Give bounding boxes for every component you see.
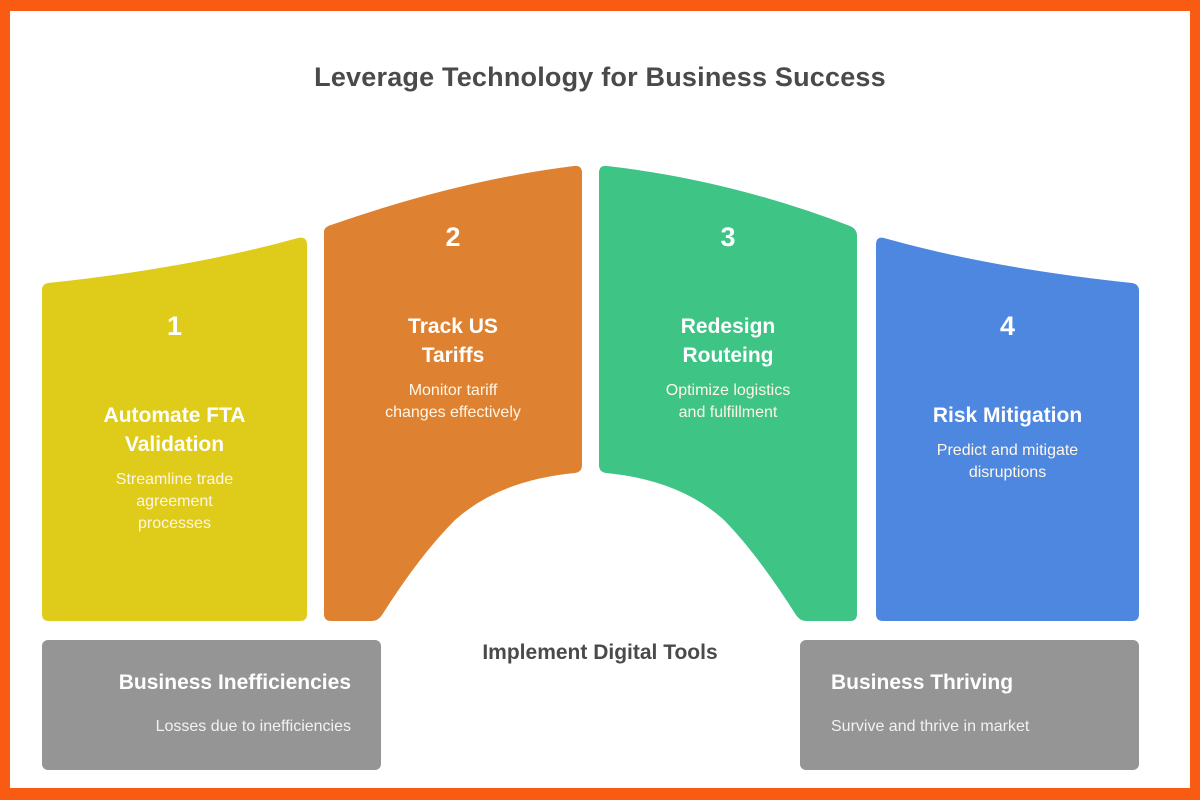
step-2-shape	[324, 165, 582, 621]
start-state-description: Losses due to inefficiencies	[155, 718, 351, 735]
end-state-title: Business Thriving	[831, 671, 1014, 694]
step-3-title-line-1: Redesign	[680, 315, 776, 338]
step-1-desc-line-3: processes	[138, 515, 211, 532]
step-4-number: 4	[999, 311, 1016, 341]
step-1-desc-line-1: Streamline trade	[115, 471, 234, 488]
step-4-desc-line-2: disruptions	[968, 464, 1047, 481]
step-4-content: Risk Mitigation Predict and mitigate dis…	[886, 401, 1129, 484]
step-2-desc-line-1: Monitor tariff	[408, 382, 498, 399]
step-2-description: Monitor tariff changes effectively	[334, 380, 572, 424]
step-2-desc-line-2: changes effectively	[385, 404, 521, 421]
step-1-description: Streamline trade agreement processes	[52, 469, 297, 535]
step-2-title-line-1: Track US	[408, 315, 498, 338]
step-1-content: Automate FTA Validation Streamline trade…	[52, 401, 297, 535]
step-2-title: Track US Tariffs	[334, 312, 572, 370]
bridge-label: Implement Digital Tools	[482, 641, 718, 664]
step-3-shape	[599, 165, 857, 621]
step-3-number: 3	[720, 222, 736, 252]
start-state-title: Business Inefficiencies	[118, 671, 351, 694]
step-3-desc-line-1: Optimize logistics	[665, 382, 791, 399]
step-1-title-line-2: Validation	[124, 433, 225, 456]
step-1-title-line-1: Automate FTA	[103, 404, 246, 427]
step-4-title: Risk Mitigation	[886, 401, 1129, 430]
step-2-content: Track US Tariffs Monitor tariff changes …	[334, 312, 572, 424]
step-4-desc-line-1: Predict and mitigate	[936, 442, 1079, 459]
step-4-description: Predict and mitigate disruptions	[886, 440, 1129, 484]
end-state-description: Survive and thrive in market	[831, 718, 1030, 735]
step-4-title-line-1: Risk Mitigation	[932, 404, 1083, 427]
start-state-box: Business Inefficiencies Losses due to in…	[42, 640, 381, 770]
step-4-shape	[876, 237, 1139, 622]
step-1-desc-line-2: agreement	[136, 493, 213, 510]
end-state-box: Business Thriving Survive and thrive in …	[800, 640, 1139, 770]
step-1-number: 1	[166, 311, 183, 341]
step-3-title-line-2: Routeing	[682, 344, 774, 367]
step-2-title-line-2: Tariffs	[421, 344, 485, 367]
step-2-number: 2	[445, 222, 461, 252]
step-3-content: Redesign Routeing Optimize logistics and…	[609, 312, 847, 424]
step-3-title: Redesign Routeing	[609, 312, 847, 370]
step-3-desc-line-2: and fulfillment	[678, 404, 778, 421]
step-1-title: Automate FTA Validation	[52, 401, 297, 459]
step-3-description: Optimize logistics and fulfillment	[609, 380, 847, 424]
step-1-shape	[42, 237, 307, 622]
diagram-title: Leverage Technology for Business Success	[314, 62, 886, 92]
